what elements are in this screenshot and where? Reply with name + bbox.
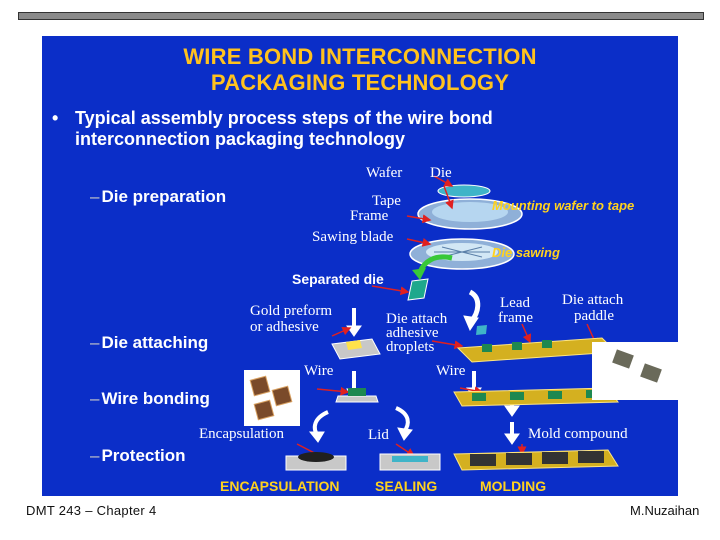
encapsulation-package bbox=[285, 452, 347, 471]
wire-bond-package bbox=[335, 388, 379, 403]
label-molding-bottom: MOLDING bbox=[480, 478, 547, 494]
label-lead-frame-1: Lead bbox=[500, 295, 530, 311]
packaged-chips-photo bbox=[592, 342, 678, 400]
slide-title: WIRE BOND INTERCONNECTION PACKAGING TECH… bbox=[42, 44, 678, 96]
label-mounting-wafer: Mounting wafer to tape bbox=[492, 198, 635, 213]
wafer-top bbox=[437, 184, 491, 198]
top-rule bbox=[18, 12, 704, 20]
bullet-symbol: • bbox=[52, 108, 59, 128]
step-label: Wire bonding bbox=[101, 389, 210, 408]
flow-arrows bbox=[308, 289, 520, 445]
label-sealing-bottom: SEALING bbox=[375, 478, 438, 494]
label-frame: Frame bbox=[350, 208, 389, 224]
footer-author: M.Nuzaihan bbox=[630, 503, 700, 518]
label-gold-preform-2: or adhesive bbox=[250, 319, 319, 335]
label-tape: Tape bbox=[372, 193, 401, 209]
label-separated-die: Separated die bbox=[292, 271, 384, 287]
label-lead-frame-2: frame bbox=[498, 310, 533, 326]
step-die-attaching: –Die attaching bbox=[90, 333, 208, 353]
footer-course: DMT 243 – Chapter 4 bbox=[26, 503, 157, 518]
bullet-text: Typical assembly process steps of the wi… bbox=[75, 108, 493, 149]
label-lid: Lid bbox=[368, 427, 389, 443]
label-wire-left: Wire bbox=[304, 363, 334, 379]
slide: WIRE BOND INTERCONNECTION PACKAGING TECH… bbox=[42, 36, 678, 496]
process-diagram bbox=[244, 175, 678, 471]
label-gold-preform-1: Gold preform bbox=[250, 303, 333, 319]
step-protection: –Protection bbox=[90, 446, 186, 466]
label-die-attach-paddle-2: paddle bbox=[574, 308, 614, 324]
sawing-arrow bbox=[412, 254, 453, 280]
slide-title-line2: PACKAGING TECHNOLOGY bbox=[210, 70, 510, 95]
label-die-sawing: Die sawing bbox=[492, 245, 560, 260]
label-die: Die bbox=[430, 165, 452, 181]
chip-carrier-photo bbox=[244, 370, 300, 426]
label-encapsulation: Encapsulation bbox=[199, 426, 284, 442]
label-die-attach-adhesive-1: Die attach bbox=[386, 311, 448, 327]
step-dash: – bbox=[90, 333, 100, 352]
step-wire-bonding: –Wire bonding bbox=[90, 389, 210, 409]
step-die-preparation: –Die preparation bbox=[90, 187, 226, 207]
label-sawing-blade: Sawing blade bbox=[312, 229, 394, 245]
step-dash: – bbox=[90, 389, 100, 408]
label-encapsulation-bottom: ENCAPSULATION bbox=[220, 478, 340, 494]
wire-bonded-leadframe bbox=[453, 387, 619, 407]
label-wafer: Wafer bbox=[366, 165, 403, 181]
molding-leadframe bbox=[453, 449, 619, 471]
label-die-attach-paddle-1: Die attach bbox=[562, 292, 624, 308]
sealing-package bbox=[379, 453, 441, 471]
label-mold-compound: Mold compound bbox=[528, 426, 628, 442]
step-dash: – bbox=[90, 446, 100, 465]
die-attach-package bbox=[331, 338, 381, 360]
separated-die-chip bbox=[407, 278, 429, 301]
droplet-leadframe bbox=[456, 325, 618, 363]
slide-title-line1: WIRE BOND INTERCONNECTION bbox=[183, 44, 537, 69]
label-wire-right: Wire bbox=[436, 363, 466, 379]
label-die-attach-adhesive-2: adhesive bbox=[386, 325, 439, 341]
step-dash: – bbox=[90, 187, 100, 206]
step-label: Protection bbox=[101, 446, 186, 465]
label-die-attach-adhesive-3: droplets bbox=[386, 339, 435, 355]
step-label: Die attaching bbox=[101, 333, 209, 352]
step-label: Die preparation bbox=[101, 187, 227, 206]
